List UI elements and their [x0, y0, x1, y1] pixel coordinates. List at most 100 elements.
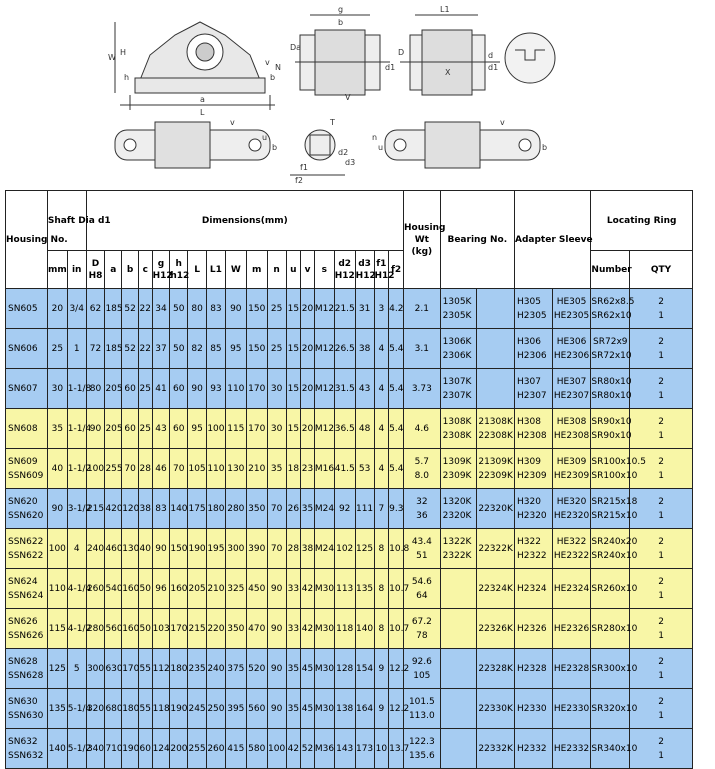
qty-cell-line: 1 [658, 670, 664, 681]
label-t: T [329, 118, 335, 127]
dim-cell: 25 [266, 288, 287, 329]
dim-cell: 390 [245, 528, 268, 569]
bearing-cell [439, 648, 478, 689]
header-shaft-dia: Shaft Dia d1 [46, 190, 111, 251]
dim-cell: 42 [285, 728, 302, 769]
wt-cell: 3.1 [403, 328, 441, 369]
dim-cell: 170 [121, 648, 139, 689]
label-d1-adapter: d1 [488, 63, 498, 72]
wt-cell-line: 135.6 [408, 750, 435, 761]
dim-cell: 25 [137, 408, 153, 449]
dim-cell: 60 [121, 408, 139, 449]
dim-cell: 320 [85, 688, 106, 729]
dim-cell: 10.7 [388, 608, 409, 649]
sleeve-cell: H2332 [513, 728, 553, 769]
dim-cell: 4.2 [388, 288, 405, 329]
dim-cell: 12.2 [388, 688, 409, 729]
dim-cell: 30 [266, 368, 287, 409]
bearing-cell-line: 2320K [442, 510, 472, 521]
housing-cell-line: SSN630 [8, 710, 44, 721]
dim-cell: 160 [169, 568, 189, 609]
qty-cell-line: 2 [658, 376, 664, 387]
dim-cell: 100 [206, 408, 226, 449]
bearing-cell-line: 1307K [442, 376, 472, 387]
dim-cell: 113 [333, 568, 356, 609]
dim-cell: 93 [206, 368, 226, 409]
dim-cell: 630 [104, 648, 123, 689]
dim-cell: 102 [333, 528, 356, 569]
dim-cell: 118 [151, 688, 171, 729]
bearing-cell-line: 2309K [442, 470, 472, 481]
header-locating-ring: Locating Ring [590, 190, 693, 251]
dim-cell: 560 [104, 608, 123, 649]
dim-cell: 415 [224, 728, 247, 769]
bearing2-cell-line: 21308K [478, 416, 513, 427]
dim-cell: 50 [169, 288, 189, 329]
mm-cell: 125 [46, 648, 68, 689]
dim-cell: 28 [285, 528, 302, 569]
header-number: Number [590, 250, 632, 289]
dim-cell: 48 [354, 408, 375, 449]
in-cell: 4-1/2 [66, 608, 91, 649]
dim-cell: 96 [151, 568, 171, 609]
dim-cell: M12 [313, 368, 335, 409]
housing-cell-line: SN628 [8, 656, 38, 667]
sleeve2-cell-line: HE308 [556, 416, 587, 427]
dim-cell: 43 [354, 368, 375, 409]
dim-cell: 9 [373, 688, 390, 729]
label-da: Da [290, 43, 301, 52]
label-n: N [275, 63, 281, 72]
dim-cell: 31 [354, 288, 375, 329]
bearing-cell-line: 2305K [442, 310, 472, 321]
dim-cell: 180 [121, 688, 139, 729]
dim-cell: M16 [313, 448, 335, 489]
mm-cell: 20 [46, 288, 68, 329]
dim-cell: 154 [354, 648, 375, 689]
ring-cell-line: SR260x10 [591, 583, 638, 594]
dim-cell: 300 [85, 648, 106, 689]
dim-cell: 38 [137, 488, 153, 529]
dim-cell: 13.7 [388, 728, 409, 769]
in-cell: 4 [66, 528, 87, 569]
dim-cell: 260 [206, 728, 226, 769]
wt-cell-line: 78 [416, 630, 428, 641]
dim-cell: 50 [137, 568, 153, 609]
dim-cell: 60 [137, 728, 153, 769]
dim-cell: 33 [285, 608, 302, 649]
dim-cell: M30 [313, 608, 335, 649]
bearing-cell-line: 2322K [442, 550, 472, 561]
bearing2-cell: 22326K [476, 608, 515, 649]
dim-cell: 540 [104, 568, 123, 609]
dim-cell: 45 [300, 648, 315, 689]
dim-cell: 62 [85, 288, 106, 329]
qty-cell-line: 2 [658, 616, 664, 627]
dim-cell: 8 [373, 528, 390, 569]
dim-cell: 41 [151, 368, 171, 409]
dim-cell: 70 [266, 528, 287, 569]
label-b-side: b [338, 18, 343, 27]
dim-cell: M30 [313, 688, 335, 729]
bearing-cell-line: 2306K [442, 350, 472, 361]
dim-cell: 5.4 [388, 448, 405, 489]
in-cell: 1 [66, 328, 87, 369]
label-l: L [200, 108, 205, 117]
housing-cell: SN606 [5, 328, 48, 369]
bearing2-cell: 22322K [476, 528, 515, 569]
sleeve2-cell-line: HE2309 [553, 470, 590, 481]
dim-cell: 46 [151, 448, 171, 489]
dim-cell: 170 [245, 368, 268, 409]
label-b: b [270, 73, 275, 82]
sleeve-cell-line: H2326 [516, 623, 547, 634]
dim-cell: 83 [151, 488, 171, 529]
